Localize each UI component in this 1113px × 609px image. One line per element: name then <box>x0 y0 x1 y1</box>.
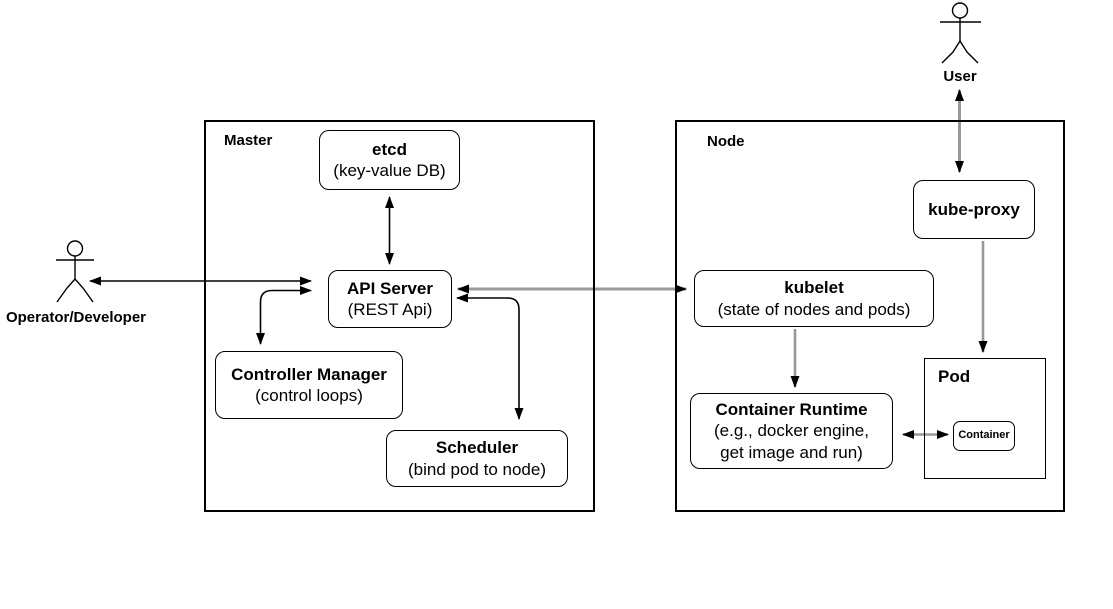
master-group-label: Master <box>224 132 273 149</box>
kubelet-subtitle: (state of nodes and pods) <box>717 299 911 319</box>
node-group-label: Node <box>707 133 745 150</box>
operator-actor-left-leg <box>56 278 76 303</box>
kube-proxy-title: kube-proxy <box>928 199 1020 219</box>
master-group-box: Master <box>204 120 595 512</box>
container-runtime-node-box: Container Runtime (e.g., docker engine, … <box>690 393 893 469</box>
user-actor-right-leg <box>959 40 979 64</box>
api-server-node-box: API Server (REST Api) <box>328 270 452 328</box>
kubelet-title: kubelet <box>784 278 844 298</box>
container-node-box: Container <box>953 421 1015 451</box>
etcd-subtitle: (key-value DB) <box>333 161 446 180</box>
controller-manager-title: Controller Manager <box>231 364 387 384</box>
kubelet-node-box: kubelet (state of nodes and pods) <box>694 270 934 327</box>
user-actor-label: User <box>943 68 977 85</box>
container-runtime-subtitle-line1: (e.g., docker engine, <box>714 421 869 441</box>
etcd-title: etcd <box>372 139 407 159</box>
controller-manager-subtitle: (control loops) <box>255 386 363 405</box>
container-title: Container <box>958 429 1010 442</box>
api-server-title: API Server <box>347 278 433 298</box>
kube-proxy-node-box: kube-proxy <box>913 180 1035 239</box>
pod-group-box: Pod <box>924 358 1046 479</box>
node-group-box: Node <box>675 120 1065 512</box>
scheduler-node-box: Scheduler (bind pod to node) <box>386 430 568 487</box>
controller-manager-node-box: Controller Manager (control loops) <box>215 351 403 419</box>
pod-group-label: Pod <box>938 367 971 386</box>
operator-actor-figure <box>56 240 94 303</box>
user-actor-figure <box>940 2 981 64</box>
container-runtime-subtitle-line2: get image and run) <box>720 442 863 462</box>
scheduler-title: Scheduler <box>435 438 519 458</box>
api-server-subtitle: (REST Api) <box>347 300 433 319</box>
operator-actor-head <box>66 240 84 257</box>
operator-actor-right-leg <box>74 278 94 303</box>
etcd-node-box: etcd (key-value DB) <box>319 130 460 190</box>
operator-actor-label: Operator/Developer <box>5 309 147 326</box>
container-runtime-title: Container Runtime <box>715 400 868 420</box>
user-actor-head <box>951 2 969 19</box>
user-actor-left-leg <box>941 40 961 64</box>
scheduler-subtitle: (bind pod to node) <box>408 459 546 479</box>
